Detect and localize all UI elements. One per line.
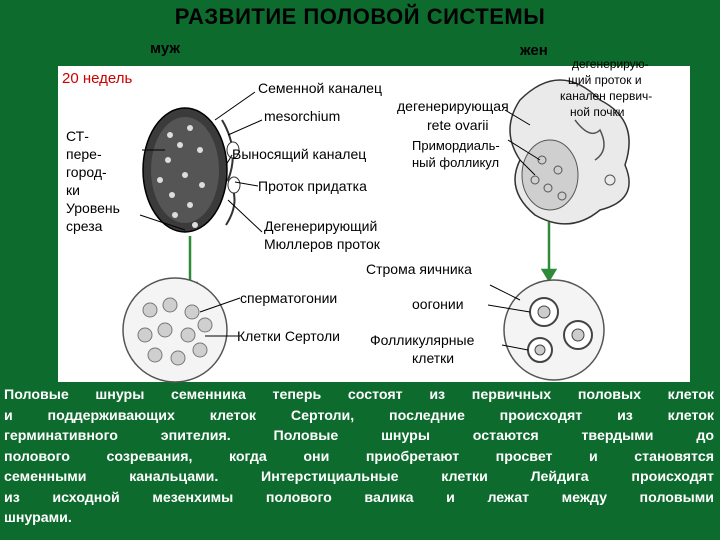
caption-line: полового созревания, когда они приобрета… bbox=[4, 448, 714, 465]
male-label: муж bbox=[150, 40, 181, 57]
sertoli-label: Клетки Сертоли bbox=[237, 328, 340, 344]
septa-label-5: Уровень bbox=[66, 200, 120, 216]
follicular-label-2: клетки bbox=[412, 350, 455, 366]
efferent-duct-label: Выносящий каналец bbox=[232, 146, 367, 162]
caption-text: Половые шнуры семенника теперь состоят и… bbox=[4, 385, 714, 529]
mesorchium-label: mesorchium bbox=[264, 108, 341, 124]
caption-line: из исходной мезенхимы полового валика и … bbox=[4, 489, 714, 506]
female-note-2: щий проток и bbox=[568, 73, 642, 87]
follicular-label-1: Фолликулярные bbox=[370, 332, 475, 348]
spermatogonia-label: сперматогонии bbox=[240, 290, 338, 306]
weeks-label: 20 недель bbox=[62, 70, 133, 87]
primordial-label-1: Примордиаль- bbox=[412, 138, 500, 153]
ovary-follicle-section bbox=[503, 279, 605, 381]
caption-line: семенными канальцами. Интерстициальные к… bbox=[4, 469, 714, 485]
rete-ovarii-label: rete ovarii bbox=[427, 117, 489, 133]
ovary-stroma-label: Строма яичника bbox=[366, 261, 472, 277]
testis-section bbox=[142, 107, 241, 233]
septa-label-4: ки bbox=[66, 182, 80, 198]
primordial-label-2: ный фолликул bbox=[412, 155, 500, 170]
female-label: жен bbox=[520, 42, 548, 59]
mullerian-label-2: Мюллеров проток bbox=[264, 236, 380, 252]
caption-line: герминативного эпителия. Половые шнуры о… bbox=[4, 428, 714, 444]
oogonia-label: оогонии bbox=[412, 296, 464, 312]
testis-cord-section bbox=[122, 277, 228, 383]
septa-label-3: город- bbox=[66, 164, 107, 180]
caption-line: и поддерживающих клеток Сертоли, последн… bbox=[4, 407, 714, 424]
female-note-1: дегенерирую- bbox=[572, 57, 649, 71]
epididymis-duct-label: Проток придатка bbox=[258, 178, 367, 194]
caption-line: шнурами. bbox=[4, 510, 72, 526]
mullerian-label-1: Дегенерирующий bbox=[264, 218, 378, 234]
female-note-3: канален первич- bbox=[560, 89, 653, 103]
degenerating-label: дегенерирующая bbox=[397, 98, 509, 114]
caption-line: Половые шнуры семенника теперь состоят и… bbox=[4, 387, 714, 403]
seminiferous-tubule-label: Семенной каналец bbox=[258, 80, 382, 96]
septa-label-1: СТ- bbox=[66, 128, 89, 144]
septa-label-6: среза bbox=[66, 218, 103, 234]
septa-label-2: пере- bbox=[66, 146, 102, 162]
female-note-4: ной почки bbox=[570, 105, 625, 119]
page-title: РАЗВИТИЕ ПОЛОВОЙ СИСТЕМЫ bbox=[174, 4, 546, 29]
